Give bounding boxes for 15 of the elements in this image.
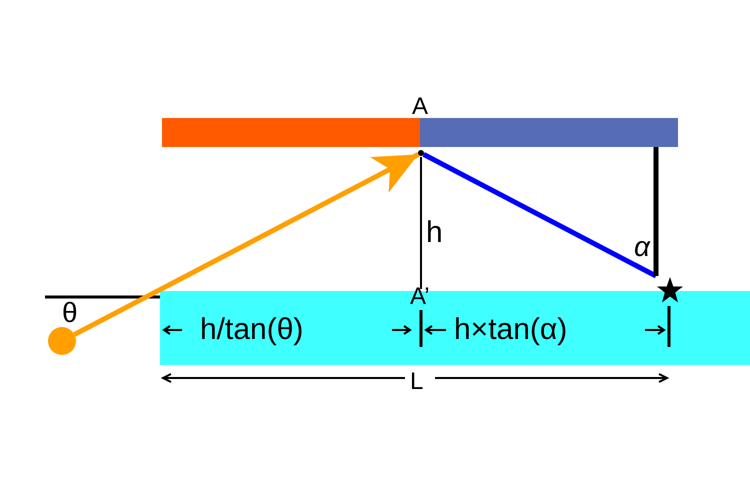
star-marker [656,276,684,304]
light-ray [422,152,658,278]
point-label: A [412,92,428,122]
formula-label: h/tan(θ) [200,315,304,345]
ball [48,327,76,355]
mirror-bar [162,118,420,147]
angle-label: α [634,232,650,262]
point-label: A’ [410,282,430,312]
formula-label: h×tan(α) [454,315,568,345]
normal-line [654,147,658,276]
reflection-point [418,150,424,156]
mirror-bar [420,118,678,147]
light-ray-arrow [73,152,420,337]
height-label: h [426,218,443,248]
angle-label: θ [62,298,78,328]
